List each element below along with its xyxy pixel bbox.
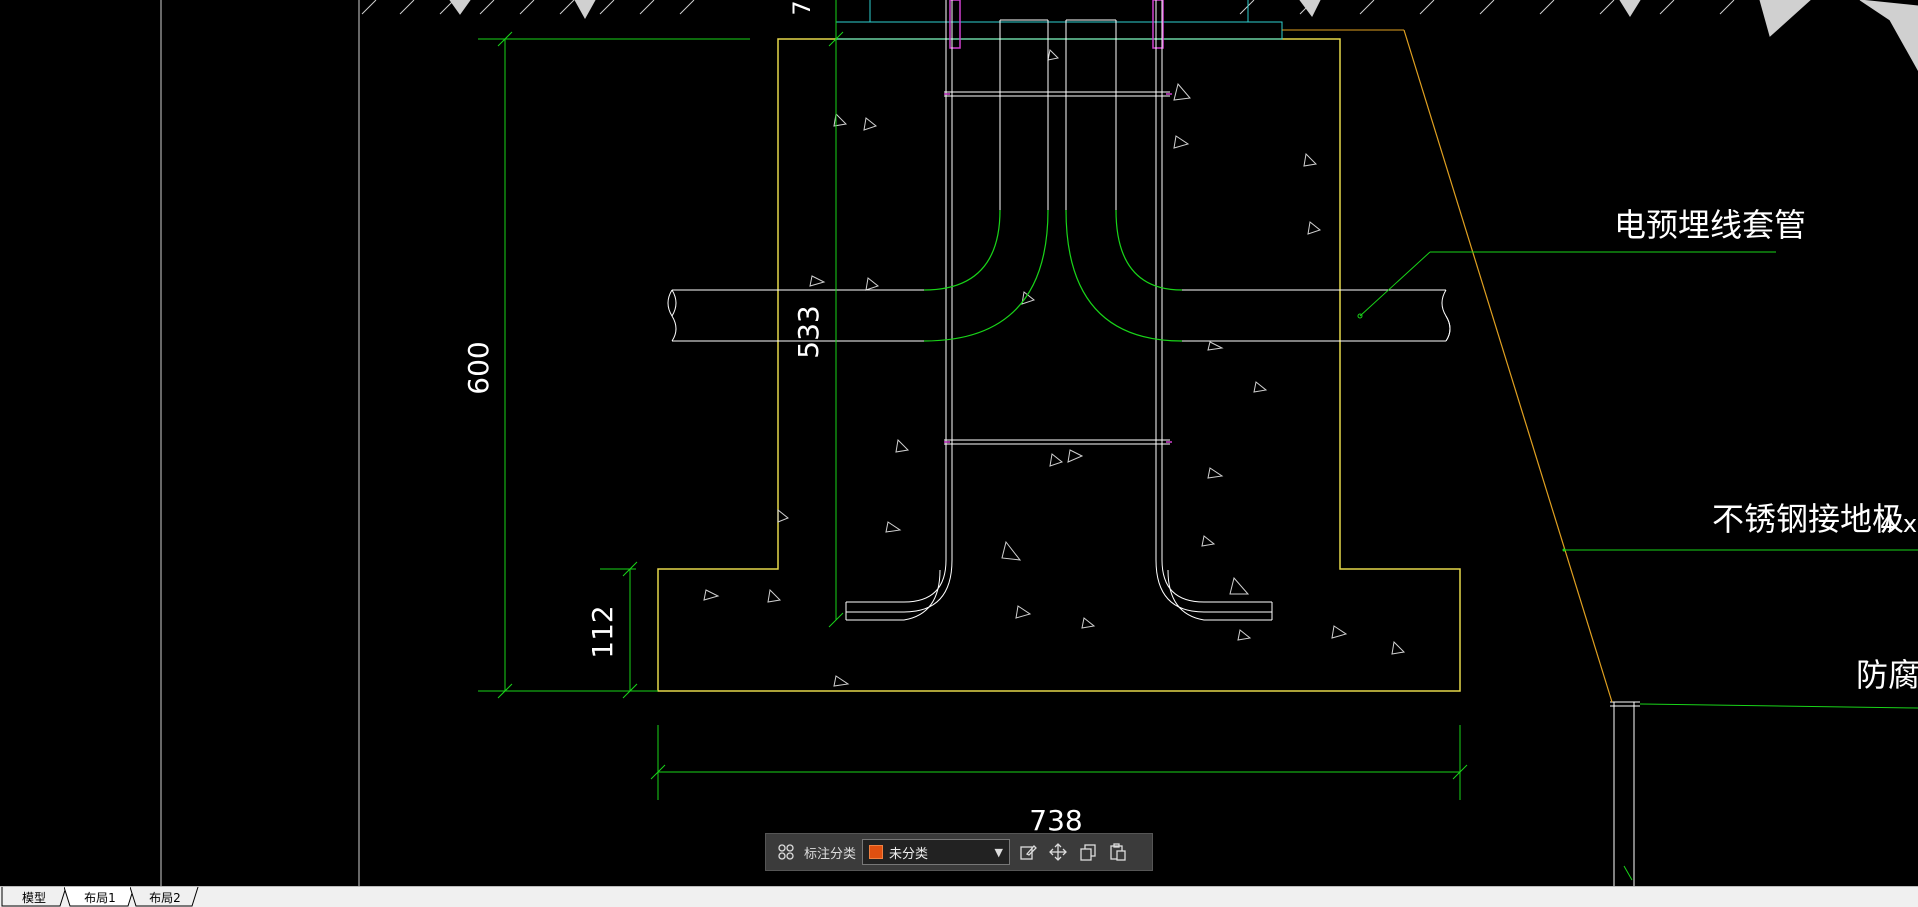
- category-select[interactable]: 未分类 ▼: [862, 839, 1011, 865]
- copy-icon[interactable]: [1076, 840, 1100, 864]
- label-ground-rod[interactable]: 不锈钢接地极: [1712, 500, 1904, 538]
- cad-drawing-canvas[interactable]: 600 112 533 738 7 电预埋线套管 不锈钢接地极 4 x4 防腐: [0, 0, 1918, 886]
- label-conduit[interactable]: 电预埋线套管: [1614, 206, 1806, 244]
- conduit-bends: [923, 209, 1183, 342]
- category-label: 标注分类: [804, 846, 857, 862]
- label-anticorrosion[interactable]: 防腐: [1856, 656, 1918, 694]
- dim-base-width[interactable]: 738: [1029, 804, 1082, 837]
- anchor-bolts: [949, 0, 1164, 49]
- chevron-down-icon: ▼: [994, 845, 1004, 859]
- label-leaders: [1359, 251, 1918, 881]
- leader-dot: [1357, 313, 1363, 319]
- foundation-outline[interactable]: [657, 38, 1461, 692]
- label-ground-rod-suffix[interactable]: 4 x4: [1880, 510, 1918, 538]
- tab-layout2[interactable]: 布局2: [130, 887, 200, 907]
- move-icon[interactable]: [1046, 840, 1070, 864]
- rebar-stirrups: [944, 91, 1170, 445]
- ground-rod: [1610, 701, 1640, 886]
- ground-hatch: [361, 0, 1918, 72]
- slope-line: [1403, 29, 1613, 703]
- concrete-hatch: [703, 48, 1406, 687]
- category-select-value: 未分类: [889, 846, 929, 862]
- layout-tab-bar: 模型 布局1 布局2: [0, 886, 1918, 907]
- conduit-pipes[interactable]: [667, 19, 1451, 342]
- dim-base-height[interactable]: 112: [586, 605, 619, 658]
- leader-dot-2: [1562, 548, 1566, 552]
- dimension-lines: [478, 0, 1468, 800]
- tab-layout2-label: 布局2: [149, 890, 181, 905]
- top-plate: [835, 0, 1283, 40]
- grid-icon[interactable]: [774, 840, 798, 864]
- edit-icon[interactable]: [1016, 840, 1040, 864]
- category-color-swatch: [869, 845, 884, 859]
- dim-overall-height[interactable]: 600: [462, 341, 495, 394]
- annotation-toolbar: 标注分类 未分类 ▼: [765, 833, 1153, 871]
- rebar-verticals: [845, 0, 1273, 621]
- paste-icon[interactable]: [1106, 840, 1130, 864]
- tab-layout1[interactable]: 布局1: [64, 887, 136, 907]
- tab-model-label: 模型: [21, 890, 46, 905]
- tab-model[interactable]: 模型: [0, 887, 68, 907]
- dim-top-fragment[interactable]: 7: [788, 0, 816, 15]
- dim-inner-height[interactable]: 533: [792, 305, 825, 358]
- tab-layout1-label: 布局1: [84, 890, 116, 905]
